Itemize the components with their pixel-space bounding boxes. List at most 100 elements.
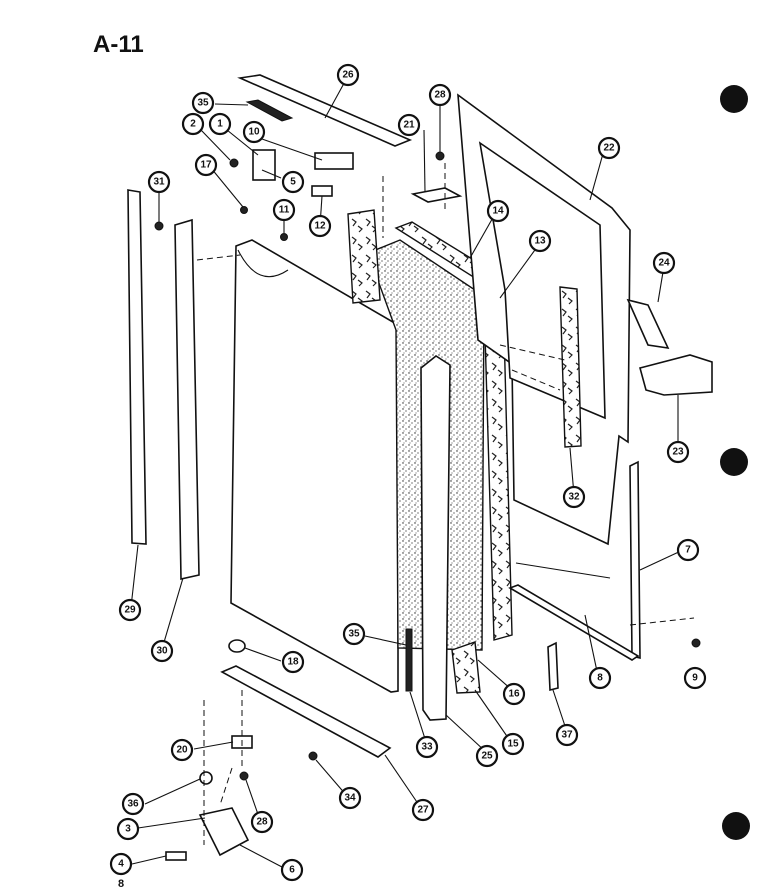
callout-4: 4 [109,852,133,876]
callout-7: 7 [676,538,700,562]
front-trim-channel [420,355,451,721]
callout-3: 3 [116,817,140,841]
left-trim-strip [127,189,147,545]
callout-36: 36 [121,792,145,816]
screw [435,151,445,161]
svg-text:5: 5 [290,177,296,188]
washer [199,771,213,785]
svg-text:10: 10 [248,127,260,138]
screw [280,233,288,241]
svg-text:37: 37 [561,730,573,741]
svg-text:30: 30 [156,646,168,657]
svg-text:12: 12 [314,221,326,232]
svg-text:24: 24 [658,258,670,269]
page-number: 8 [118,878,125,890]
svg-text:18: 18 [287,657,299,668]
callout-21: 21 [397,113,421,137]
binder-hole [722,812,750,840]
callout-15: 15 [501,732,525,756]
callout-35-lower: 35 [342,622,366,646]
hinge-bracket [314,152,354,170]
callout-16: 16 [502,682,526,706]
svg-text:33: 33 [421,742,433,753]
svg-text:23: 23 [672,447,684,458]
svg-text:7: 7 [685,545,691,556]
callout-24: 24 [652,251,676,275]
lower-vent-strip [405,628,413,692]
svg-text:13: 13 [534,236,546,247]
svg-text:11: 11 [279,205,290,216]
hinge-block [311,185,333,197]
hinge-plate [252,149,276,181]
callout-5: 5 [281,170,305,194]
binder-hole [720,448,748,476]
callout-12: 12 [308,214,332,238]
svg-text:28: 28 [434,90,446,101]
svg-text:20: 20 [176,745,188,756]
svg-text:1: 1 [217,119,223,130]
trim-clip [547,641,559,692]
callout-11: 11 [272,198,296,222]
svg-text:28: 28 [256,817,268,828]
lower-hinge-bracket [198,807,250,857]
callout-14: 14 [486,199,510,223]
callout-37: 37 [555,723,579,747]
svg-text:17: 17 [200,160,212,171]
callout-23: 23 [666,440,690,464]
vent-grille [245,99,294,122]
svg-text:9: 9 [692,673,698,684]
callout-18: 18 [281,650,305,674]
side-insulation-block [347,209,381,304]
callout-8: 8 [588,666,612,690]
svg-text:14: 14 [492,206,504,217]
svg-text:25: 25 [481,751,493,762]
hinge-side-rail [174,218,200,580]
svg-text:3: 3 [125,824,131,835]
callout-27: 27 [411,798,435,822]
screw [154,221,164,231]
screw [240,206,248,214]
top-hinge-bar [237,74,413,147]
svg-text:2: 2 [190,119,196,130]
callout-28-bottom: 28 [250,810,274,834]
handle-rail [626,298,670,350]
callout-31: 31 [147,170,171,194]
screw [308,751,318,761]
callout-25: 25 [475,744,499,768]
svg-text:27: 27 [417,805,429,816]
diagram-title: A-11 [93,31,144,58]
screw [229,158,239,168]
callout-10: 10 [242,120,266,144]
svg-text:32: 32 [568,492,580,503]
spacer-plate [410,187,463,203]
right-trim-strip [629,460,641,660]
callout-34: 34 [338,786,362,810]
svg-text:36: 36 [127,799,139,810]
bottom-hinge-bar [220,665,392,758]
callout-17: 17 [194,153,218,177]
bolt [165,851,187,861]
svg-text:16: 16 [508,689,520,700]
svg-text:22: 22 [603,143,615,154]
trim-screw [691,638,701,648]
svg-text:26: 26 [342,70,354,81]
svg-text:8: 8 [597,673,603,684]
callout-9: 9 [683,666,707,690]
callout-26: 26 [336,63,360,87]
callout-30: 30 [150,639,174,663]
callout-22: 22 [597,136,621,160]
svg-text:35: 35 [348,629,360,640]
callout-6: 6 [280,858,304,882]
lower-insulation-block [451,641,481,694]
bottom-trim-strip [508,584,640,661]
callout-13: 13 [528,229,552,253]
svg-text:21: 21 [403,120,415,131]
callout-29: 29 [118,598,142,622]
callout-33: 33 [415,735,439,759]
callout-32: 32 [562,485,586,509]
outer-door-panel [230,239,399,693]
callout-28-top: 28 [428,83,452,107]
svg-text:4: 4 [118,859,124,870]
callout-2: 2 [181,112,205,136]
